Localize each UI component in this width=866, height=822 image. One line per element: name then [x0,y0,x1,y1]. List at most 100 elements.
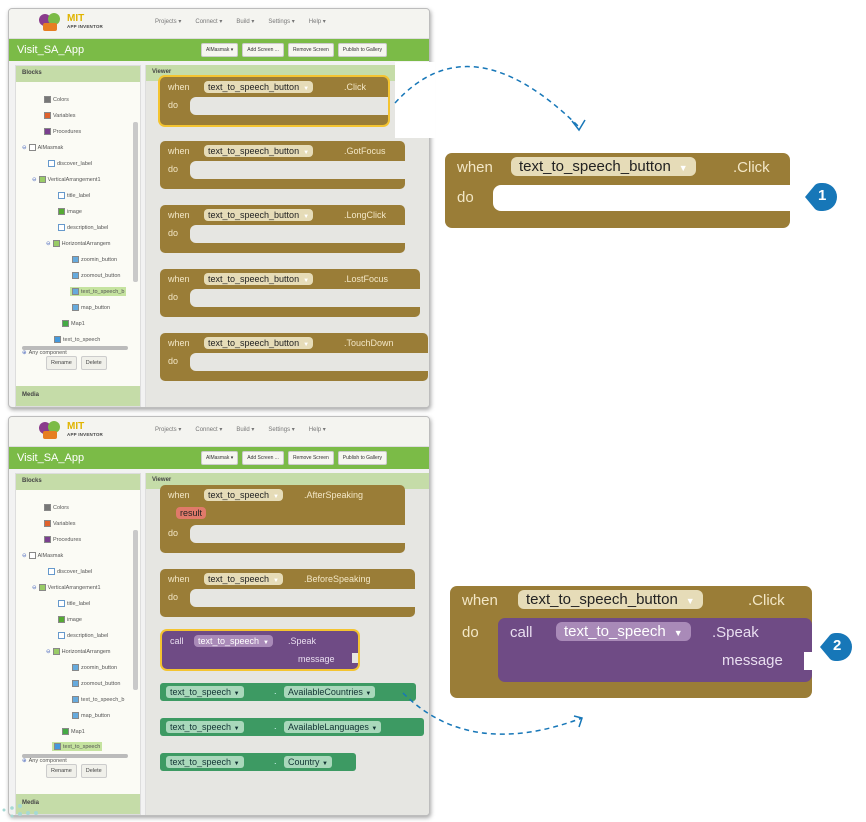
screen-select-button[interactable]: AlMasmak ▾ [201,451,239,465]
property-dropdown[interactable]: AvailableLanguages ▼ [284,721,382,733]
mit-logo[interactable]: MIT APP INVENTOR [37,12,107,36]
tree-item-procedures[interactable]: Procedures [44,128,81,135]
do-slot[interactable] [190,97,388,115]
tree-item-map1[interactable]: Map1 [62,320,85,327]
component-dropdown[interactable]: text_to_speech ▼ [166,756,244,768]
tree-item-description-label[interactable]: description_label [58,224,108,231]
collapse-icon[interactable]: ⊖ [32,176,37,183]
tree-item-horizontal[interactable]: ⊖HorizontalArrangem [46,240,111,247]
tree-item-tts[interactable]: text_to_speech [52,742,103,751]
component-dropdown[interactable]: text_to_speech_button▼ [204,209,314,221]
rename-button[interactable]: Rename [46,356,77,370]
component-dropdown[interactable]: text_to_speech ▼ [166,686,244,698]
add-screen-button[interactable]: Add Screen ... [242,451,284,465]
component-dropdown[interactable]: text_to_speech ▼ [166,721,244,733]
tree-item-map-button[interactable]: map_button [72,712,110,719]
tree-item-screen[interactable]: ⊖AlMasmak [22,144,64,151]
result-parameter[interactable]: result [176,507,207,519]
expand-icon[interactable]: ⊕ [22,758,27,764]
event-block-click[interactable]: when text_to_speech_button▼ .Click do [160,77,388,125]
tree-item-discover-label[interactable]: discover_label [48,568,92,575]
delete-button[interactable]: Delete [80,356,107,370]
tree-item-horizontal[interactable]: ⊖HorizontalArrangem [46,648,111,655]
menu-help[interactable]: Help ▾ [308,19,326,25]
event-block-lostfocus[interactable]: when text_to_speech_button▼ .LostFocus d… [160,269,420,317]
tree-item-variables[interactable]: Variables [44,112,76,119]
remove-screen-button[interactable]: Remove Screen [287,451,334,465]
event-block-touchdown[interactable]: when text_to_speech_button▼ .TouchDown d… [160,333,428,381]
tree-item-image[interactable]: image [58,616,82,623]
component-dropdown[interactable]: text_to_speech_button▼ [204,273,314,285]
collapse-icon[interactable]: ⊖ [22,552,27,559]
menu-settings[interactable]: Settings ▾ [268,427,295,433]
do-slot[interactable] [190,589,415,607]
getter-available-countries[interactable]: text_to_speech ▼ . AvailableCountries ▼ [160,683,416,701]
horizontal-scrollbar[interactable] [22,754,128,758]
tree-item-any-component[interactable]: ⊕Any component [22,758,67,764]
menu-projects[interactable]: Projects ▾ [155,427,182,433]
property-dropdown[interactable]: Country ▼ [284,756,332,768]
tree-item-zoomin[interactable]: zoomin_button [72,256,117,263]
tree-item-description-label[interactable]: description_label [58,632,108,639]
tree-item-map-button[interactable]: map_button [72,304,110,311]
expand-icon[interactable]: ⊕ [22,350,27,356]
add-screen-button[interactable]: Add Screen ... [242,43,284,57]
publish-button[interactable]: Publish to Gallery [337,451,387,465]
tree-item-zoomout[interactable]: zoomout_button [72,272,120,279]
tree-item-tts[interactable]: text_to_speech [54,336,100,343]
do-slot[interactable] [190,289,420,307]
tree-item-tts-button[interactable]: text_to_speech_b [70,287,127,296]
tree-item-map1[interactable]: Map1 [62,728,85,735]
collapse-icon[interactable]: ⊖ [46,240,51,247]
collapse-icon[interactable]: ⊖ [22,144,27,151]
mit-logo[interactable]: MIT APP INVENTOR [37,420,107,444]
publish-button[interactable]: Publish to Gallery [337,43,387,57]
menu-connect[interactable]: Connect ▾ [195,427,223,433]
tree-item-image[interactable]: image [58,208,82,215]
menu-build[interactable]: Build ▾ [236,427,255,433]
rename-button[interactable]: Rename [46,764,77,778]
getter-available-languages[interactable]: text_to_speech ▼ . AvailableLanguages ▼ [160,718,424,736]
menu-connect[interactable]: Connect ▾ [195,19,223,25]
delete-button[interactable]: Delete [80,764,107,778]
event-block-gotfocus[interactable]: when text_to_speech_button▼ .GotFocus do [160,141,405,189]
do-slot[interactable] [190,225,405,243]
screen-select-button[interactable]: AlMasmak ▾ [201,43,239,57]
tree-item-colors[interactable]: Colors [44,504,69,511]
do-slot[interactable] [190,353,428,371]
call-speak-block[interactable]: call text_to_speech▼ .Speak message [162,631,358,669]
tree-item-title-label[interactable]: title_label [58,600,90,607]
component-dropdown[interactable]: text_to_speech_button▼ [204,337,314,349]
tree-scrollbar[interactable] [133,122,138,282]
event-block-beforespeaking[interactable]: when text_to_speech▼ .BeforeSpeaking do [160,569,415,617]
tree-item-vertical[interactable]: ⊖VerticalArrangement1 [32,176,101,183]
menu-settings[interactable]: Settings ▾ [268,19,295,25]
tree-item-title-label[interactable]: title_label [58,192,90,199]
menu-help[interactable]: Help ▾ [308,427,326,433]
tree-item-tts-button[interactable]: text_to_speech_b [72,696,124,703]
tree-item-colors[interactable]: Colors [44,96,69,103]
component-dropdown[interactable]: text_to_speech_button▼ [204,81,314,93]
do-slot[interactable] [190,525,405,543]
tree-item-any-component[interactable]: ⊕Any component [22,350,67,356]
menu-build[interactable]: Build ▾ [236,19,255,25]
getter-country[interactable]: text_to_speech ▼ . Country ▼ [160,753,356,771]
message-socket[interactable] [352,653,358,663]
tree-item-procedures[interactable]: Procedures [44,536,81,543]
menu-projects[interactable]: Projects ▾ [155,19,182,25]
remove-screen-button[interactable]: Remove Screen [287,43,334,57]
component-dropdown[interactable]: text_to_speech▼ [194,635,273,647]
component-dropdown[interactable]: text_to_speech_button▼ [204,145,314,157]
event-block-afterspeaking[interactable]: when text_to_speech_buttontext_to_speech… [160,485,405,553]
tree-item-screen[interactable]: ⊖AlMasmak [22,552,64,559]
tree-item-vertical[interactable]: ⊖VerticalArrangement1 [32,584,101,591]
tree-item-variables[interactable]: Variables [44,520,76,527]
tree-item-zoomout[interactable]: zoomout_button [72,680,120,687]
tree-item-discover-label[interactable]: discover_label [48,160,92,167]
tree-scrollbar[interactable] [133,530,138,690]
tree-item-zoomin[interactable]: zoomin_button [72,664,117,671]
component-dropdown[interactable]: text_to_speech▼ [204,573,283,585]
event-block-longclick[interactable]: when text_to_speech_button▼ .LongClick d… [160,205,405,253]
do-slot[interactable] [190,161,405,179]
